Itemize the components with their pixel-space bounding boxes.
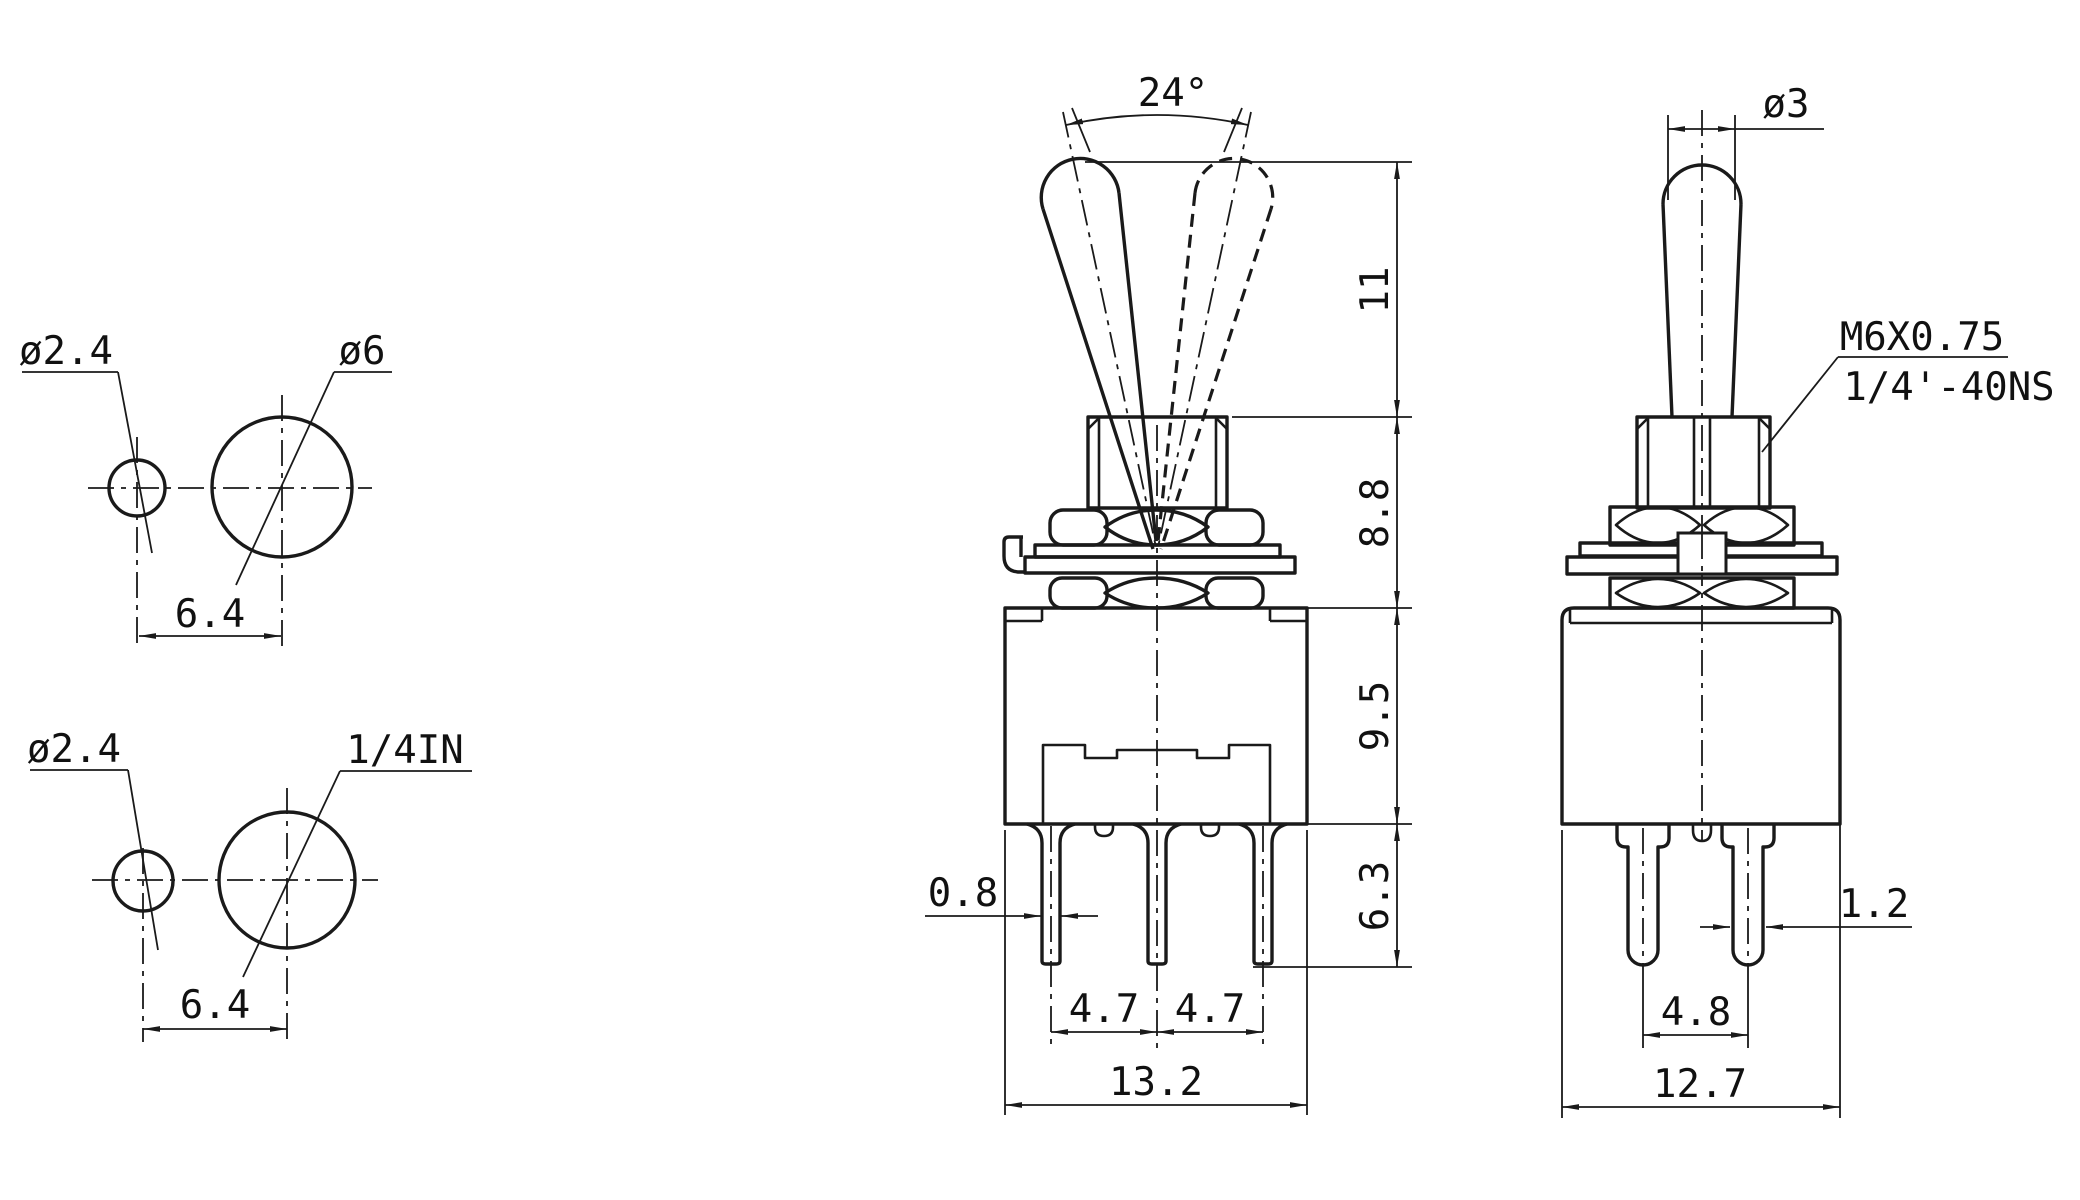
dim-body-height: 9.5 xyxy=(1353,681,1398,751)
internal-terminal-blocks xyxy=(1041,743,1272,824)
height-dimension-chain: 11 8.8 9.5 6.3 xyxy=(1085,161,1412,968)
dim-actuator-diameter: ø3 xyxy=(1763,82,1810,127)
dim-terminal-pitch: 4.8 xyxy=(1661,990,1731,1035)
dim-bottom-hole-spacing: 6.4 xyxy=(180,983,250,1028)
dim-top-large-hole: ø6 xyxy=(339,329,386,374)
dim-terminal-thickness: 0.8 xyxy=(928,871,998,916)
throw-angle-arc xyxy=(1065,114,1249,126)
switch-body-side xyxy=(1560,606,1842,826)
threaded-bushing-side xyxy=(1635,415,1772,510)
switch-side-view: ø3 M6X0.75 1/4'-40NS xyxy=(1560,82,2055,1118)
dim-bottom-large-hole: 1/4IN xyxy=(346,728,463,773)
panel-cutout-top-view: ø2.4 ø6 6.4 xyxy=(19,329,392,648)
toggle-lever-dashed xyxy=(1156,156,1275,550)
dim-terminal-width: 1.2 xyxy=(1839,882,1909,927)
switch-body-front xyxy=(1003,606,1309,826)
lock-washer-side xyxy=(1565,531,1839,576)
panel-cutout-bottom-view: ø2.4 1/4IN 6.4 xyxy=(27,727,472,1042)
lock-washer-front xyxy=(1002,535,1297,575)
small-hole-circle xyxy=(107,458,167,518)
lever-centerline-left xyxy=(1062,111,1158,553)
threaded-bushing-front xyxy=(1086,415,1229,510)
switch-front-view: 24° xyxy=(925,71,1412,1115)
toggle-lever-side xyxy=(1661,163,1743,418)
dim-body-depth: 12.7 xyxy=(1653,1062,1747,1107)
dim-top-small-hole: ø2.4 xyxy=(19,329,113,374)
dim-throw-angle: 24° xyxy=(1138,71,1208,116)
dim-top-hole-spacing: 6.4 xyxy=(175,592,245,637)
terminals-front xyxy=(1026,822,1288,1048)
label-thread-imperial: 1/4'-40NS xyxy=(1843,365,2054,410)
dim-body-width: 13.2 xyxy=(1109,1060,1203,1105)
small-hole-circle xyxy=(111,849,175,913)
toggle-lever-solid xyxy=(1039,156,1158,550)
large-hole-circle xyxy=(210,415,354,559)
dim-terminal-length: 6.3 xyxy=(1353,861,1398,931)
dim-lever-length: 11 xyxy=(1353,267,1398,314)
dim-bottom-small-hole: ø2.4 xyxy=(27,727,121,772)
dim-terminal-pitch-right: 4.7 xyxy=(1175,987,1245,1032)
label-thread-metric: M6X0.75 xyxy=(1840,315,2004,360)
large-hole-circle xyxy=(217,810,357,950)
dim-bushing-height: 8.8 xyxy=(1353,478,1398,548)
dim-terminal-pitch-left: 4.7 xyxy=(1069,987,1139,1032)
lever-centerline-right xyxy=(1156,111,1252,553)
